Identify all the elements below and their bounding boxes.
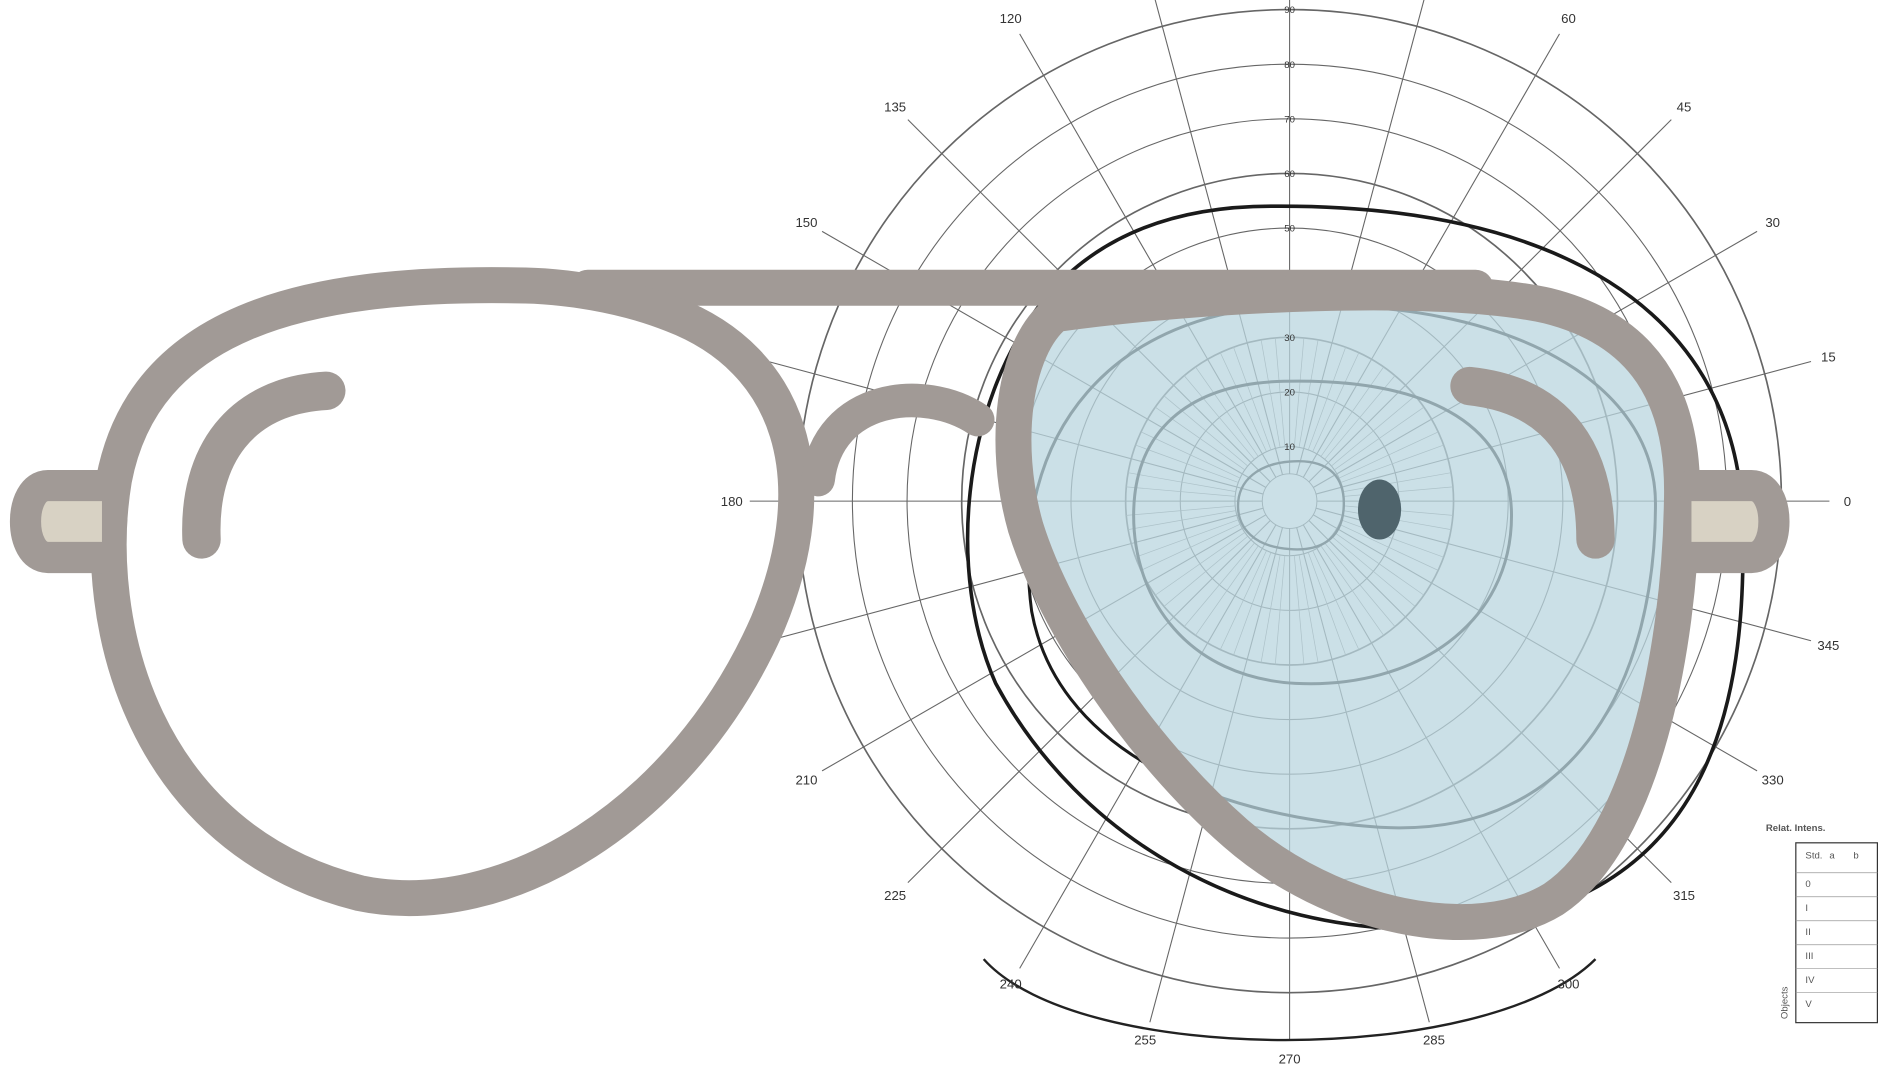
radial-label-60: 60 — [1284, 169, 1295, 180]
left-temple — [9, 469, 118, 574]
blind-spot — [1357, 479, 1402, 540]
legend-row: IV — [1805, 975, 1815, 986]
legend-col: a — [1829, 850, 1835, 861]
angle-label-150: 150 — [795, 215, 817, 230]
radial-label-70: 70 — [1284, 114, 1295, 125]
angle-label-330: 330 — [1762, 773, 1784, 788]
angle-label-210: 210 — [795, 773, 817, 788]
angle-label-240: 240 — [1000, 977, 1022, 992]
radial-label-50: 50 — [1284, 224, 1295, 235]
legend-col: b — [1853, 850, 1858, 861]
angle-label-285: 285 — [1423, 1032, 1445, 1047]
angle-label-270: 270 — [1279, 1051, 1301, 1066]
radial-label-80: 80 — [1284, 60, 1295, 71]
angle-label-60: 60 — [1561, 11, 1576, 26]
legend-row: I — [1805, 903, 1808, 914]
legend-row: II — [1805, 927, 1810, 938]
legend-row: V — [1805, 999, 1812, 1010]
legend-row: 0 — [1805, 879, 1810, 890]
radial-label-10: 10 — [1284, 442, 1295, 453]
legend-side-label: Objects — [1779, 986, 1790, 1019]
angle-label-0: 0 — [1844, 494, 1851, 509]
radial-label-90: 90 — [1284, 5, 1295, 16]
angle-label-225: 225 — [884, 888, 906, 903]
angle-label-300: 300 — [1557, 977, 1579, 992]
legend-col: Std. — [1805, 850, 1822, 861]
angle-label-45: 45 — [1677, 100, 1692, 115]
legend-title: Relat. Intens. — [1766, 823, 1826, 834]
right-lens-tint — [1027, 298, 1671, 912]
left-lens-highlight — [182, 371, 346, 559]
angle-label-315: 315 — [1673, 888, 1695, 903]
bridge — [801, 383, 995, 497]
right-temple — [1675, 469, 1790, 574]
angle-label-120: 120 — [1000, 11, 1022, 26]
angle-label-30: 30 — [1765, 215, 1780, 230]
radial-label-20: 20 — [1284, 388, 1295, 399]
legend-table — [1795, 842, 1879, 1024]
legend-row: III — [1805, 951, 1813, 962]
angle-label-180: 180 — [721, 494, 743, 509]
right-lens-highlight — [1450, 366, 1615, 559]
aviator-glasses — [9, 267, 1790, 940]
bottom-arc — [982, 958, 1597, 1042]
angle-label-15: 15 — [1821, 350, 1836, 365]
angle-label-255: 255 — [1134, 1032, 1156, 1047]
right-lens-frame — [995, 274, 1701, 940]
angle-label-345: 345 — [1817, 638, 1839, 653]
left-lens-frame — [90, 267, 815, 917]
angle-label-135: 135 — [884, 100, 906, 115]
radial-label-30: 30 — [1284, 333, 1295, 344]
